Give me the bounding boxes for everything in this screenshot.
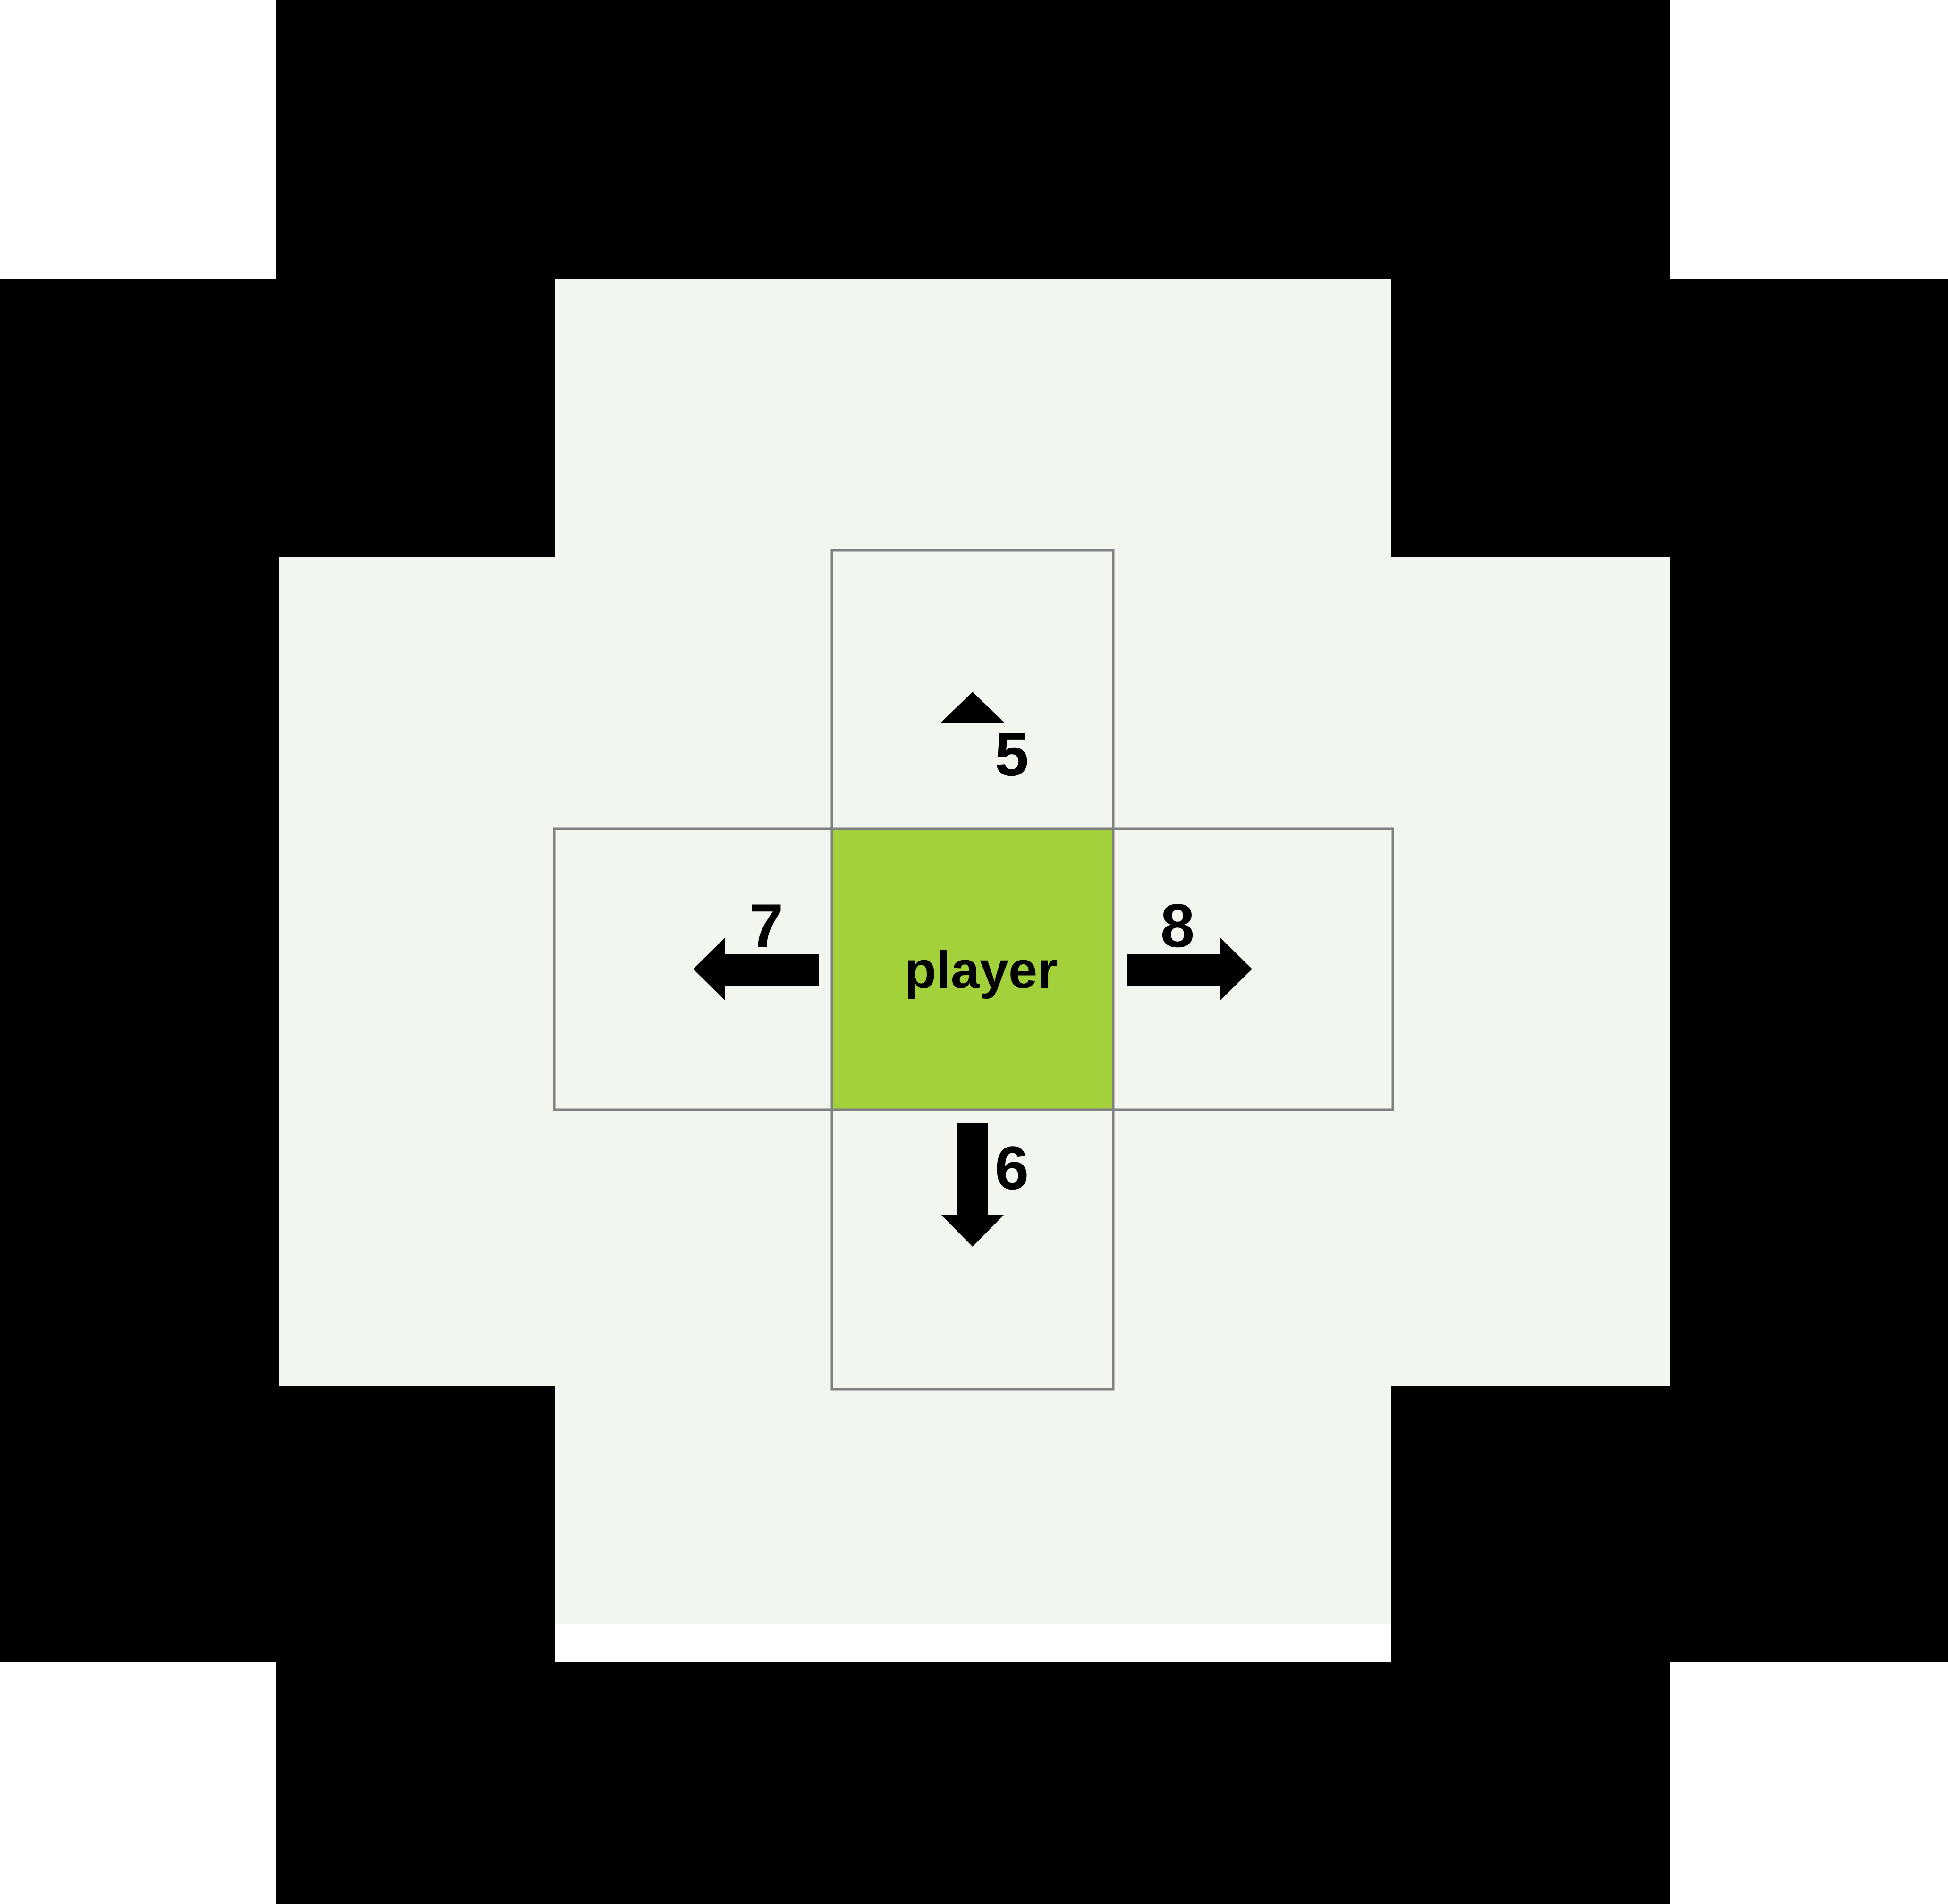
move-labels: 5 6 7 8 (749, 720, 1194, 1202)
arrow-left-icon (693, 938, 819, 1000)
wall-bottom (276, 1662, 1670, 1904)
wall-corner-bottom-left (279, 1386, 555, 1662)
move-arrows (693, 692, 1252, 1247)
wall-corner-bottom-right (1391, 1386, 1670, 1662)
move-label-down: 6 (995, 1133, 1029, 1202)
wall-left (0, 279, 279, 1662)
wall-corner-top-left (279, 279, 555, 557)
arrow-up-icon (941, 692, 1004, 816)
player-cell (830, 827, 1115, 1111)
wall-corner-top-right (1391, 279, 1670, 557)
arrow-down-icon (941, 1123, 1004, 1247)
wall-top (276, 0, 1670, 279)
arrow-right-icon (1127, 938, 1252, 1000)
move-label-left: 7 (749, 891, 783, 960)
wall-right (1670, 279, 1948, 1662)
floor-bottom-band (555, 1386, 1391, 1624)
move-label-right: 8 (1160, 891, 1194, 960)
floor-top-band (555, 279, 1391, 557)
move-label-up: 5 (995, 720, 1029, 789)
player-label: player (905, 941, 1058, 999)
